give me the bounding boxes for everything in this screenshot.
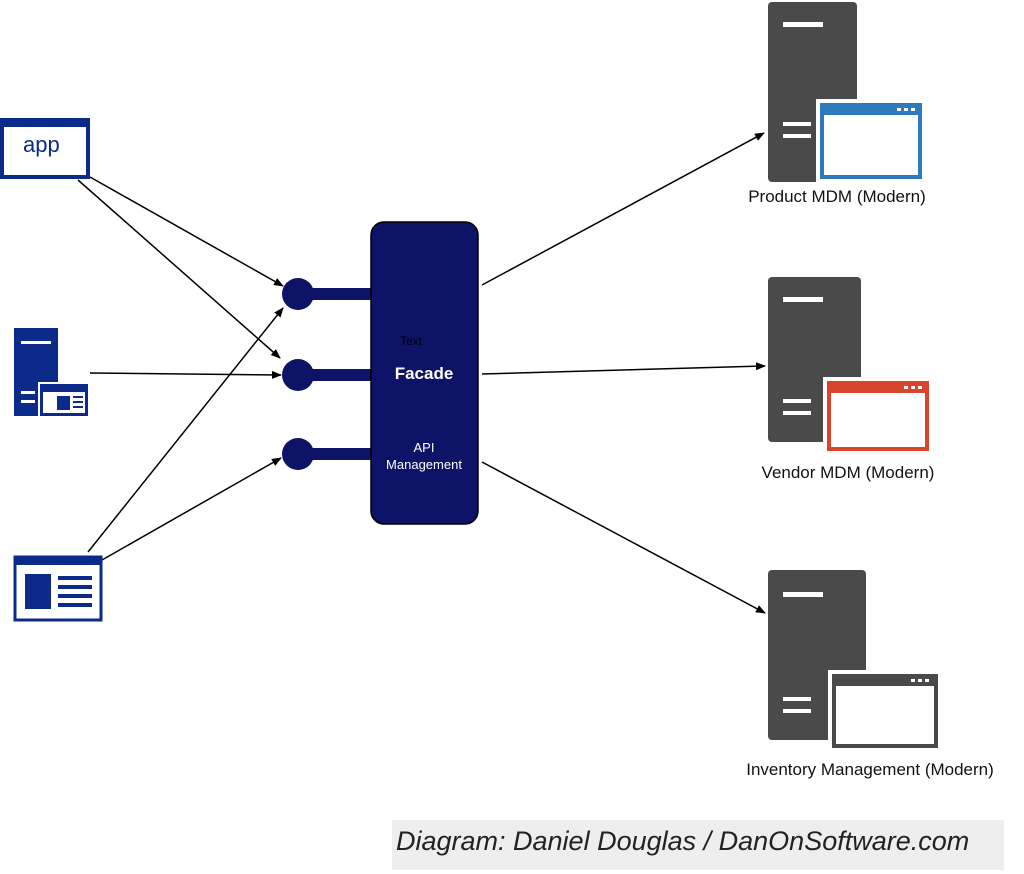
diagram-credit: Diagram: Daniel Douglas / DanOnSoftware.…: [396, 826, 970, 856]
port-2: [282, 359, 374, 391]
facade-small-text: Text: [400, 334, 423, 348]
arrow-web-to-port3: [101, 457, 282, 561]
arrow-server-to-port2: [89, 370, 282, 379]
arrow-web-to-port1: [87, 307, 284, 553]
client-arrows: [77, 176, 284, 561]
arrow-facade-to-product: [481, 132, 765, 286]
server-vendor-mdm: Vendor MDM (Modern): [762, 277, 935, 482]
facade-title: Facade: [395, 364, 454, 383]
facade-subtitle-line1: API: [414, 440, 435, 455]
app-label: app: [23, 132, 60, 157]
server-inventory: Inventory Management (Modern): [746, 570, 994, 779]
port-3: [282, 438, 374, 470]
server-label-vendor: Vendor MDM (Modern): [762, 463, 935, 482]
server-product-mdm: Product MDM (Modern): [748, 2, 926, 206]
server-arrows: [481, 132, 766, 614]
app-window-icon: app: [0, 118, 90, 179]
arrow-app-to-port2: [77, 179, 281, 359]
credit-background: [392, 820, 1004, 870]
facade-subtitle-line2: Management: [386, 457, 462, 472]
server-label-inventory: Inventory Management (Modern): [746, 760, 994, 779]
facade-block: Text Facade API Management: [370, 221, 479, 525]
arrow-app-to-port1: [89, 176, 284, 287]
port-1: [282, 278, 374, 310]
web-page-icon: [13, 555, 103, 622]
arrow-facade-to-inventory: [481, 461, 766, 614]
api-ports: [282, 278, 374, 470]
client-server-icon: [14, 328, 90, 418]
server-label-product: Product MDM (Modern): [748, 187, 926, 206]
arrow-facade-to-vendor: [481, 362, 766, 375]
